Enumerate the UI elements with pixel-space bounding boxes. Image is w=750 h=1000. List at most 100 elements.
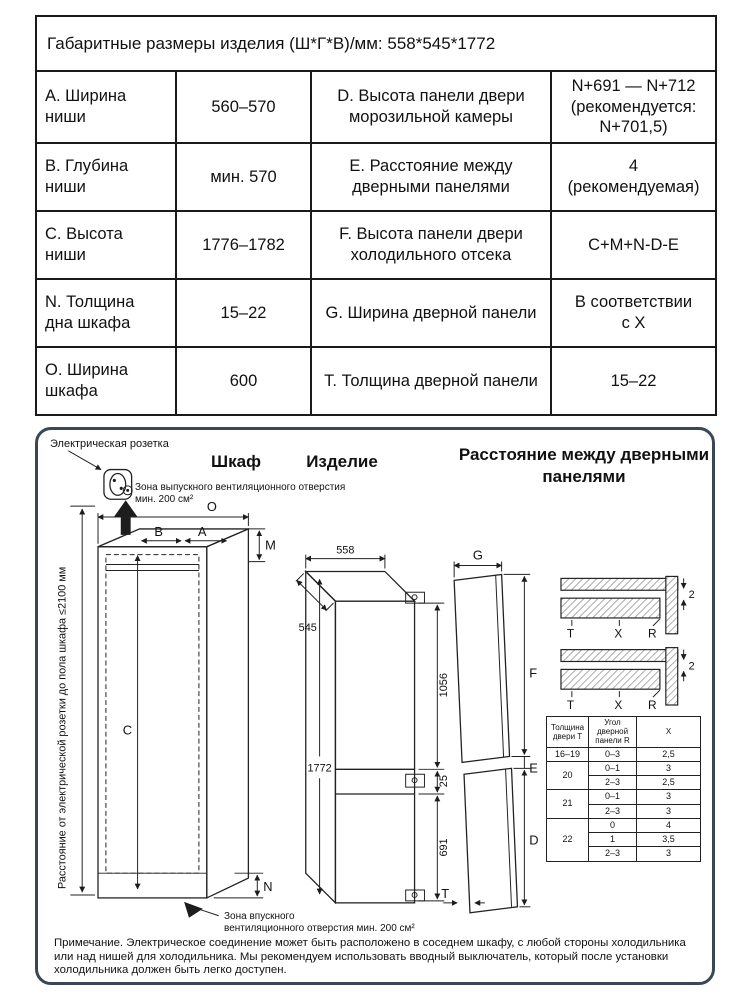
table-header-row: Габаритные размеры изделия (Ш*Г*В)/мм: 5… [34,15,718,72]
note-text: Примечание. Электрическое соединение мож… [54,937,686,977]
outlet-vent-label: Зона выпускного вентиляционного отверсти… [135,482,346,505]
installation-diagram: Расстояние от электрической розетки до п… [35,427,715,985]
dim-label-b: B [154,524,163,539]
cabinet-title: Шкаф [211,452,261,471]
angle-header: X [636,716,701,748]
outlet-vent-icon [122,485,133,496]
angle-header: Угол дверной панели R [588,716,637,748]
spec-cell: T. Толщина дверной панели [310,345,552,416]
spec-cell: 4 (рекомендуемая) [549,141,718,212]
spec-cell: C+M+N-D-E [549,209,718,280]
detail-gap-label: 2 [689,589,695,601]
angle-cell: 3 [636,803,701,819]
table-row: 2–3 3 [547,803,701,819]
detail-t-label: T [567,627,574,641]
dim-height-1772: 1772 [308,762,332,774]
door-angle-table: Толщина двери T Угол дверной панели R X … [546,716,701,862]
table-row: N. Толщина дна шкафа 15–22 G. Ширина две… [35,277,718,348]
spec-cell: C. Высота ниши [35,209,177,280]
spec-table: Габаритные размеры изделия (Ш*Г*В)/мм: 5… [34,15,718,416]
angle-cell: 3 [636,846,701,862]
table-row: O. Ширина шкафа 600 T. Толщина дверной п… [35,345,718,416]
spec-cell: 560–570 [175,70,312,144]
angle-cell: 0–1 [588,760,637,777]
table-row: 2–3 3 [547,846,701,862]
gap-detail-upper: 2 T X R [560,575,695,641]
product-drawing [304,569,425,905]
dim-width-558: 558 [336,545,354,557]
angle-cell: 3 [636,789,701,805]
door-panels-drawing [453,573,519,914]
spec-cell: G. Ширина дверной панели [310,277,552,348]
diagram-art: Расстояние от электрической розетки до п… [56,450,695,918]
angle-cell: 2,5 [636,775,701,791]
door-panel-dimensions: G F E D T [441,548,539,908]
dim-label-c: C [123,723,132,738]
detail-x-label: X [614,698,622,712]
angle-cell: 0–1 [588,789,637,805]
socket-height-dimension: Расстояние от электрической розетки до п… [56,505,96,896]
detail-gap-label: 2 [689,660,695,672]
angle-cell: 1 [588,832,637,848]
dim-label-e: E [529,760,538,775]
angle-cell: 3,5 [636,832,701,848]
angle-cell: 2–3 [588,803,637,819]
dim-upper-door-1056: 1056 [438,673,450,697]
spec-cell: 600 [175,345,312,416]
socket-distance-label: Расстояние от электрической розетки до п… [56,567,68,889]
detail-r-label: R [648,627,657,641]
spec-cell: A. Ширина ниши [35,70,177,144]
table-row: 2–3 2,5 [547,775,701,791]
spec-cell: 15–22 [549,345,718,416]
table-row: 21 0–1 3 [546,789,701,819]
spec-cell: D. Высота панели двери морозильной камер… [310,70,552,144]
angle-cell: 0 [588,817,637,834]
dim-label-n: N [263,879,272,894]
angle-header-row: Толщина двери T Угол дверной панели R X [546,716,701,748]
detail-x-label: X [614,627,622,641]
table-row: A. Ширина ниши 560–570 D. Высота панели … [35,70,718,144]
dim-label-f: F [529,665,537,680]
spec-cell: 1776–1782 [175,209,312,280]
dim-label-a: A [198,524,207,539]
dim-label-g: G [473,548,483,563]
socket-label: Электрическая розетка [50,438,169,450]
inlet-vent-arrow [184,901,219,918]
angle-cell: 20 [546,760,589,791]
spec-cell: B. Глубина ниши [35,141,177,212]
angle-cell: 21 [546,789,589,819]
angle-cell: 16–19 [546,746,589,762]
spec-cell: В соответствии с X [549,277,718,348]
angle-cell: 22 [546,817,589,862]
spec-cell: O. Ширина шкафа [35,345,177,416]
inlet-vent-label: Зона впускного вентиляционного отверстия… [224,911,415,934]
dim-label-d: D [529,832,538,847]
angle-header: Толщина двери T [546,716,589,748]
spec-cell: N+691 — N+712 (рекомендуется: N+701,5) [549,70,718,144]
table-row: B. Глубина ниши мин. 570 E. Расстояние м… [35,141,718,212]
angle-cell: 2–3 [588,775,637,791]
gap-detail-lower: 2 T X R [560,647,695,712]
dim-label-m: M [265,538,276,553]
dim-depth-545: 545 [299,622,317,634]
spec-table-title: Габаритные размеры изделия (Ш*Г*В)/мм: 5… [34,15,718,72]
spec-cell: мин. 570 [175,141,312,212]
table-row: C. Высота ниши 1776–1782 F. Высота панел… [35,209,718,280]
detail-t-label: T [567,698,574,712]
distance-title: Расстояние между дверными панелями [458,445,710,487]
product-title: Изделие [306,452,378,471]
angle-cell: 2–3 [588,846,637,862]
detail-r-label: R [648,698,657,712]
angle-cell: 0–3 [588,746,637,762]
angle-cell: 2,5 [636,746,701,762]
spec-cell: F. Высота панели двери холодильного отсе… [310,209,552,280]
cabinet-drawing [97,527,250,899]
angle-cell: 3 [636,760,701,777]
power-socket-icon [68,450,133,500]
spec-cell: 15–22 [175,277,312,348]
table-row: 22 0 4 [546,817,701,862]
dim-label-o: O [207,499,217,514]
product-dimensions: 558 545 1772 1056 25 691 [295,545,450,902]
spec-cell: N. Толщина дна шкафа [35,277,177,348]
